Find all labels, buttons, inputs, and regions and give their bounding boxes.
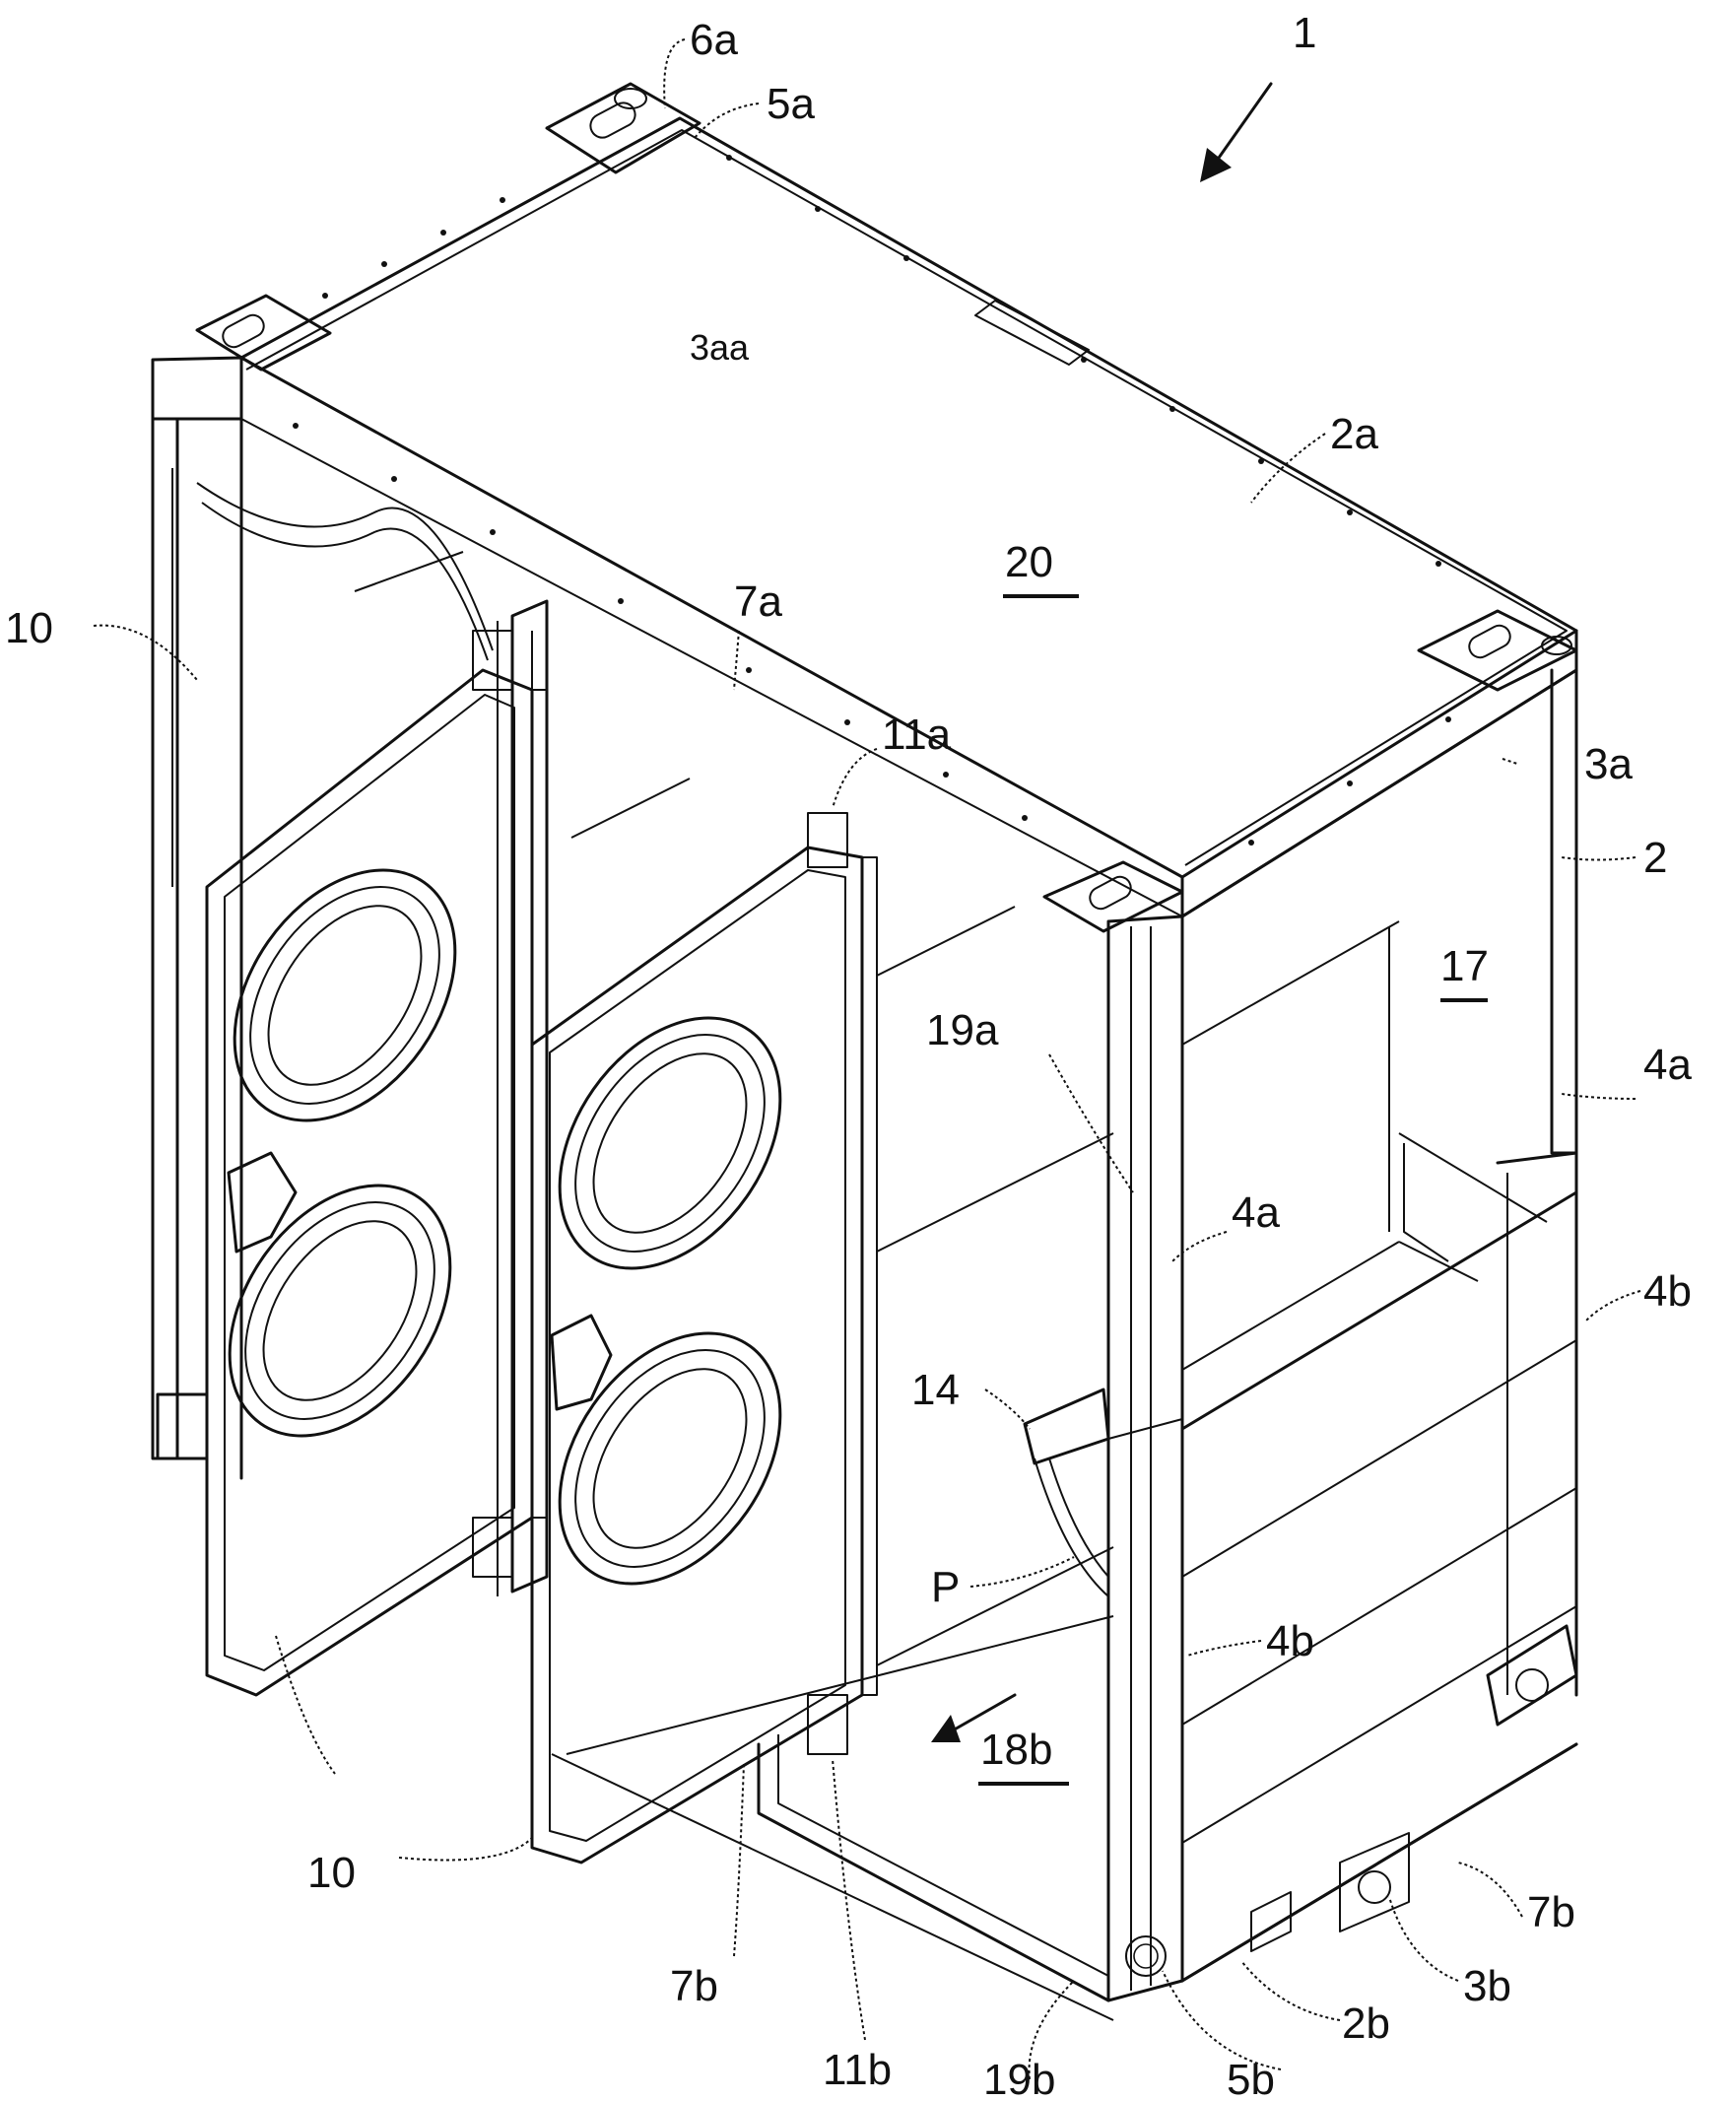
label-11b: 11b: [823, 2046, 892, 2094]
front-post: [1106, 915, 1184, 2002]
reference-labels: 1 6a 5a 3aa 2a 20 10 7a 11a 3a 2 17 4a 1…: [5, 9, 1692, 2101]
door-middle: [530, 812, 878, 1864]
label-17: 17: [1440, 942, 1489, 990]
base-frame: [757, 1624, 1578, 2002]
label-3a: 3a: [1584, 740, 1633, 788]
rivets: [293, 155, 1451, 846]
corner-fittings-top: [195, 82, 1578, 933]
label-4a-right: 4a: [1643, 1041, 1692, 1089]
label-14: 14: [911, 1366, 960, 1414]
ref-arrow-1: [1200, 82, 1273, 182]
label-1: 1: [1293, 9, 1316, 57]
label-p: P: [931, 1563, 960, 1611]
label-4a-mid: 4a: [1232, 1188, 1280, 1237]
label-4b-right: 4b: [1643, 1267, 1692, 1316]
label-10-top: 10: [5, 604, 53, 652]
label-2: 2: [1643, 834, 1667, 882]
label-7a: 7a: [734, 577, 782, 626]
label-19b: 19b: [983, 2056, 1055, 2101]
label-7b-left: 7b: [670, 1962, 718, 2010]
door-left: [196, 482, 548, 1697]
label-5b: 5b: [1227, 2056, 1275, 2101]
interior: [354, 551, 1114, 2021]
leader-lines: [93, 38, 1641, 2080]
label-6a: 6a: [690, 16, 738, 64]
label-20: 20: [1005, 538, 1053, 586]
panel-p: [1023, 1388, 1110, 1597]
left-frame: [151, 417, 243, 1480]
label-11a: 11a: [882, 711, 952, 759]
label-2a: 2a: [1330, 410, 1378, 458]
label-4b-mid: 4b: [1266, 1617, 1314, 1665]
label-10-bottom: 10: [307, 1849, 356, 1897]
label-2b: 2b: [1342, 1999, 1390, 2048]
direction-arrow: [931, 1693, 1017, 1742]
label-7b-right: 7b: [1527, 1888, 1575, 1936]
label-5a: 5a: [767, 80, 815, 128]
middle-post: [497, 599, 549, 1596]
label-3b: 3b: [1463, 1962, 1511, 2010]
label-3aa: 3aa: [690, 327, 750, 368]
label-18b: 18b: [980, 1726, 1052, 1774]
top-panel: [151, 116, 1578, 918]
label-19a: 19a: [926, 1006, 999, 1054]
